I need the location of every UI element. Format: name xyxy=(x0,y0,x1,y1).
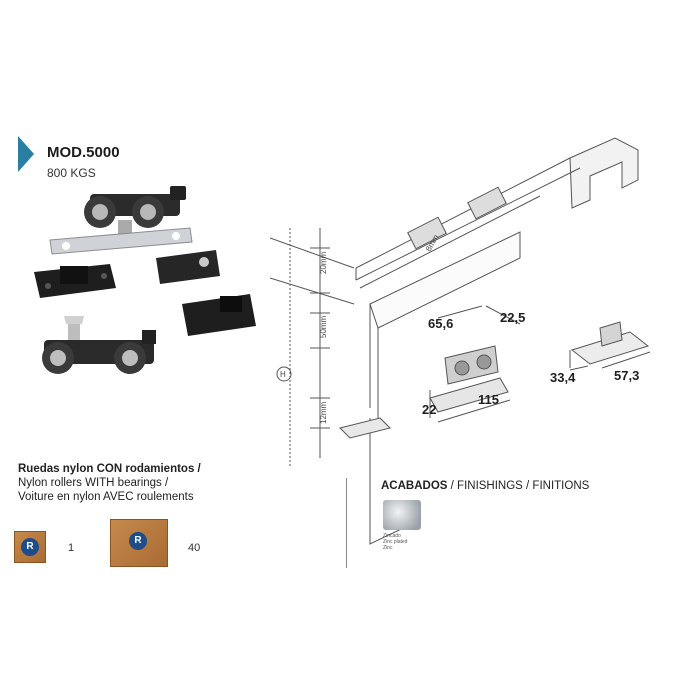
dim-33-4: 33,4 xyxy=(550,370,576,385)
swatch-label-2: Zinc plated xyxy=(383,539,408,545)
dim-57-3: 57,3 xyxy=(614,368,639,383)
description-line-2: Nylon rollers WITH bearings / xyxy=(18,477,169,489)
mm-20-label: 20mm xyxy=(319,251,328,274)
finishes-title-bold: ACABADOS xyxy=(381,480,448,492)
stopper-photo xyxy=(156,250,220,284)
zinc-swatch xyxy=(383,500,421,530)
height-label: H xyxy=(280,370,286,379)
dimension-labels: 65,6 22,5 22 115 33,4 57,3 xyxy=(422,310,639,417)
divider xyxy=(346,478,347,568)
description-line-1: Ruedas nylon CON rodamientos / xyxy=(18,463,201,475)
small-box-icon: R xyxy=(14,531,46,563)
roller-carriage-photo xyxy=(49,186,193,255)
capacity-label: 800 KGS xyxy=(47,166,96,180)
section-marker-icon xyxy=(18,136,34,172)
roller-carriage-bolt-photo xyxy=(42,316,156,374)
small-box-quantity: 1 xyxy=(68,542,75,554)
large-box-quantity: 40 xyxy=(188,542,201,554)
dim-115: 115 xyxy=(478,392,499,407)
guide-bracket-photo xyxy=(34,264,116,298)
swatch-label-3: Zinc xyxy=(383,545,393,551)
roller-description: Ruedas nylon CON rodamientos / Nylon rol… xyxy=(18,462,201,504)
large-box-icon: R xyxy=(110,519,168,567)
finishes-title: ACABADOS / FINISHINGS / FINITIONS xyxy=(381,480,589,492)
dim-22-5: 22,5 xyxy=(500,310,525,325)
finishes-title-rest: / FINISHINGS / FINITIONS xyxy=(447,480,590,492)
mm-50-label: 50mm xyxy=(319,315,328,338)
end-stop-photo xyxy=(182,294,256,336)
dim-65-6: 65,6 xyxy=(428,316,453,331)
swatch-labels: Zincado Zinc plated Zinc xyxy=(383,533,408,551)
swatch-label-1: Zincado xyxy=(383,533,401,539)
product-photos xyxy=(34,186,256,374)
description-line-3: Voiture en nylon AVEC roulements xyxy=(18,491,194,503)
dim-22: 22 xyxy=(422,402,436,417)
model-title: MOD.5000 xyxy=(47,144,120,161)
mm-12-label: 12mm xyxy=(319,401,328,424)
installation-diagram: 65,6 22,5 22 115 33,4 57,3 H 20mm 50mm 1… xyxy=(270,137,651,545)
